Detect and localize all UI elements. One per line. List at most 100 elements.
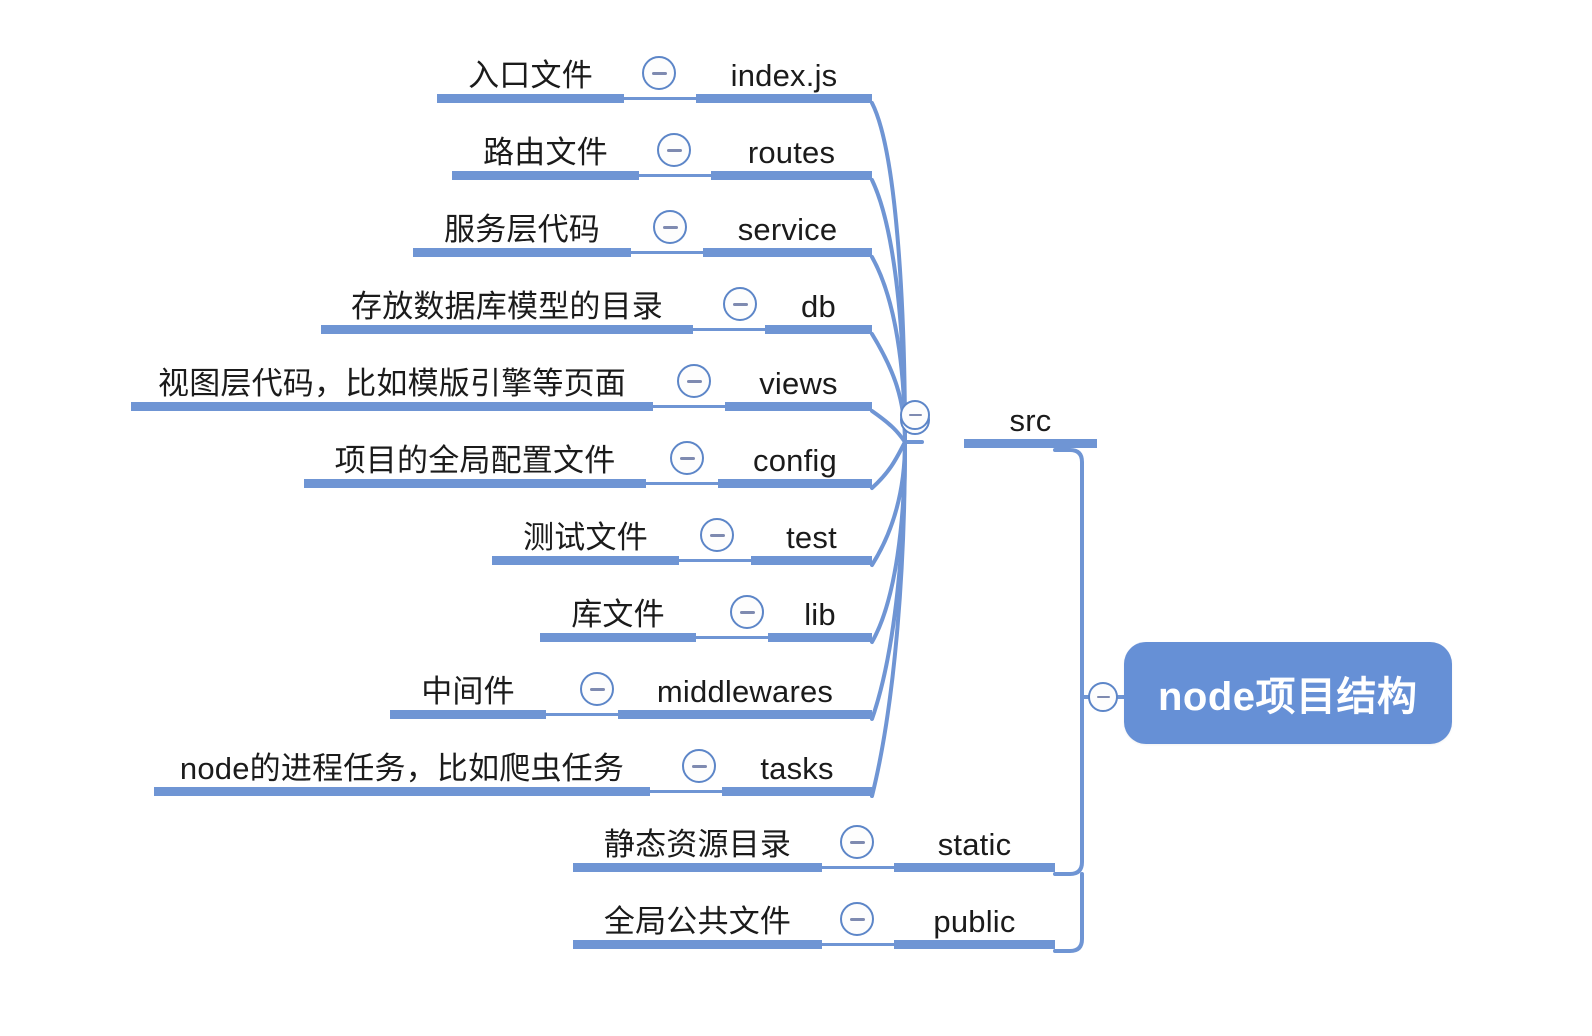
node-underline-bar [540, 633, 696, 642]
node-name-tasks[interactable]: tasks [722, 740, 872, 796]
node-underline-bar [725, 402, 872, 411]
node-row-lib[interactable]: 库文件 lib [540, 586, 872, 642]
node-description-service[interactable]: 服务层代码 [413, 201, 631, 257]
node-row-connector [653, 355, 725, 411]
minus-circle-icon[interactable] [670, 441, 704, 475]
minus-circle-icon-src[interactable] [900, 400, 930, 430]
minus-circle-icon[interactable] [682, 749, 716, 783]
node-name-label: tasks [760, 750, 834, 786]
node-underline-bar [390, 710, 546, 719]
node-name-static[interactable]: static [894, 816, 1055, 872]
minus-circle-icon-root[interactable] [1088, 682, 1118, 712]
node-name-label: test [786, 519, 837, 555]
node-description-label: 测试文件 [523, 519, 648, 555]
node-name-views[interactable]: views [725, 355, 872, 411]
minus-circle-icon[interactable] [700, 518, 734, 552]
node-description-test[interactable]: 测试文件 [492, 509, 679, 565]
node-description-middlewares[interactable]: 中间件 [390, 663, 546, 719]
node-row-config[interactable]: 项目的全局配置文件 config [304, 432, 872, 488]
root-node-label: node项目结构 [1158, 675, 1418, 719]
minus-circle-icon[interactable] [840, 902, 874, 936]
node-name-test[interactable]: test [751, 509, 872, 565]
node-row-middlewares[interactable]: 中间件 middlewares [390, 663, 872, 719]
node-underline-bar [437, 94, 624, 103]
minus-circle-icon[interactable] [580, 672, 614, 706]
node-row-connector [546, 663, 618, 719]
node-description-routes[interactable]: 路由文件 [452, 124, 639, 180]
node-name-label: config [753, 442, 837, 478]
node-underline-bar [573, 863, 822, 872]
node-row-index-js[interactable]: 入口文件 index.js [437, 47, 872, 103]
node-name-label: lib [804, 596, 836, 632]
node-underline-bar [321, 325, 693, 334]
node-underline-bar [894, 940, 1055, 949]
node-name-config[interactable]: config [718, 432, 872, 488]
node-name-index-js[interactable]: index.js [696, 47, 872, 103]
node-underline-bar [573, 940, 822, 949]
node-row-tasks[interactable]: node的进程任务，比如爬虫任务 tasks [154, 740, 872, 796]
node-name-label: index.js [730, 57, 838, 93]
node-underline-bar [618, 710, 872, 719]
node-underline-bar [964, 439, 1097, 448]
node-row-test[interactable]: 测试文件 test [492, 509, 872, 565]
node-row-views[interactable]: 视图层代码，比如模版引擎等页面 views [131, 355, 872, 411]
node-description-db[interactable]: 存放数据库模型的目录 [321, 278, 693, 334]
node-underline-bar [711, 171, 872, 180]
minus-circle-icon[interactable] [840, 825, 874, 859]
node-row-connector [631, 201, 703, 257]
node-description-views[interactable]: 视图层代码，比如模版引擎等页面 [131, 355, 653, 411]
node-row-connector [650, 740, 722, 796]
node-row-db[interactable]: 存放数据库模型的目录 db [321, 278, 872, 334]
node-underline-bar [703, 248, 872, 257]
node-name-label: static [937, 826, 1012, 862]
node-underline-bar [722, 787, 872, 796]
node-branch-src[interactable]: src [900, 392, 1097, 448]
node-name-label: views [759, 365, 838, 401]
node-description-config[interactable]: 项目的全局配置文件 [304, 432, 646, 488]
node-underline-bar [718, 479, 872, 488]
node-underline-bar [304, 479, 646, 488]
minus-circle-icon[interactable] [642, 56, 676, 90]
root-node-box[interactable]: node项目结构 [1124, 642, 1452, 744]
node-row-connector [693, 278, 765, 334]
node-description-label: node的进程任务，比如爬虫任务 [179, 750, 625, 786]
node-name-middlewares[interactable]: middlewares [618, 663, 872, 719]
node-name-public[interactable]: public [894, 893, 1055, 949]
node-row-connector [696, 586, 768, 642]
node-row-service[interactable]: 服务层代码 service [413, 201, 872, 257]
node-name-service[interactable]: service [703, 201, 872, 257]
node-underline-bar [696, 94, 872, 103]
node-row-connector [822, 893, 894, 949]
node-name-label: db [801, 288, 836, 324]
minus-circle-icon[interactable] [657, 133, 691, 167]
node-description-lib[interactable]: 库文件 [540, 586, 696, 642]
minus-circle-icon[interactable] [677, 364, 711, 398]
node-underline-bar [131, 402, 653, 411]
node-description-static[interactable]: 静态资源目录 [573, 816, 822, 872]
node-name-routes[interactable]: routes [711, 124, 872, 180]
node-description-public[interactable]: 全局公共文件 [573, 893, 822, 949]
node-underline-bar [413, 248, 631, 257]
minus-circle-icon[interactable] [723, 287, 757, 321]
node-name-label: middlewares [656, 673, 834, 709]
node-row-public[interactable]: 全局公共文件 public [573, 893, 1055, 949]
node-row-routes[interactable]: 路由文件 routes [452, 124, 872, 180]
node-name-db[interactable]: db [765, 278, 872, 334]
minus-circle-icon[interactable] [730, 595, 764, 629]
node-row-connector [822, 816, 894, 872]
node-description-label: 中间件 [421, 673, 515, 709]
node-name-src[interactable]: src [964, 392, 1097, 448]
node-description-label: 库文件 [571, 596, 665, 632]
node-description-label: 路由文件 [483, 134, 608, 170]
root-node[interactable]: node项目结构 [1124, 642, 1452, 744]
minus-circle-icon[interactable] [653, 210, 687, 244]
node-underline-bar [768, 633, 872, 642]
node-name-label: public [933, 903, 1016, 939]
node-underline-bar [751, 556, 872, 565]
node-row-static[interactable]: 静态资源目录 static [573, 816, 1055, 872]
node-name-label: routes [747, 134, 836, 170]
node-description-tasks[interactable]: node的进程任务，比如爬虫任务 [154, 740, 650, 796]
node-name-lib[interactable]: lib [768, 586, 872, 642]
node-description-index-js[interactable]: 入口文件 [437, 47, 624, 103]
